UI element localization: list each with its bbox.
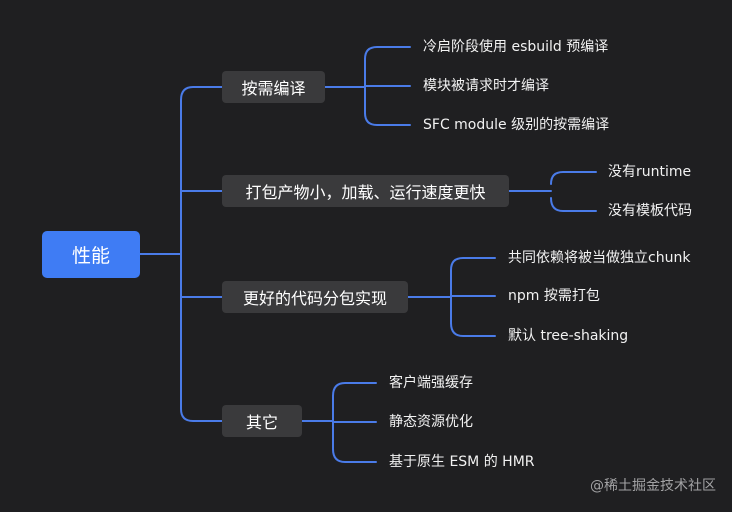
leaf-node[interactable]: 模块被请求时才编译	[423, 78, 549, 94]
watermark: @稀土掘金技术社区	[590, 478, 716, 494]
branch-label: 更好的代码分包实现	[242, 289, 387, 308]
leaf-node[interactable]: 没有runtime	[608, 164, 692, 180]
branch-label: 按需编译	[241, 79, 306, 98]
leaf-node[interactable]: 冷启阶段使用 esbuild 预编译	[423, 39, 609, 55]
leaf-node[interactable]: 客户端强缓存	[389, 375, 473, 391]
leaf-node[interactable]: 静态资源优化	[389, 414, 473, 430]
branch-label: 其它	[245, 413, 278, 432]
root-label: 性能	[71, 245, 110, 267]
leaf-node[interactable]: 默认 tree-shaking	[508, 328, 629, 344]
branch-node-other[interactable]: 其它	[222, 405, 302, 437]
branch-label: 打包产物小，加载、运行速度更快	[245, 183, 486, 202]
leaf-node[interactable]: 没有模板代码	[608, 203, 692, 219]
branch-node-on-demand-compile[interactable]: 按需编译	[222, 71, 325, 103]
leaf-node[interactable]: SFC module 级别的按需编译	[423, 117, 610, 133]
leaf-node[interactable]: 共同依赖将被当做独立chunk	[508, 250, 691, 266]
leaf-node[interactable]: 基于原生 ESM 的 HMR	[389, 454, 535, 470]
leaf-node[interactable]: npm 按需打包	[508, 288, 600, 304]
branch-node-code-splitting[interactable]: 更好的代码分包实现	[222, 281, 408, 313]
branch-node-smaller-bundle[interactable]: 打包产物小，加载、运行速度更快	[222, 175, 509, 207]
root-node[interactable]: 性能	[42, 231, 140, 278]
